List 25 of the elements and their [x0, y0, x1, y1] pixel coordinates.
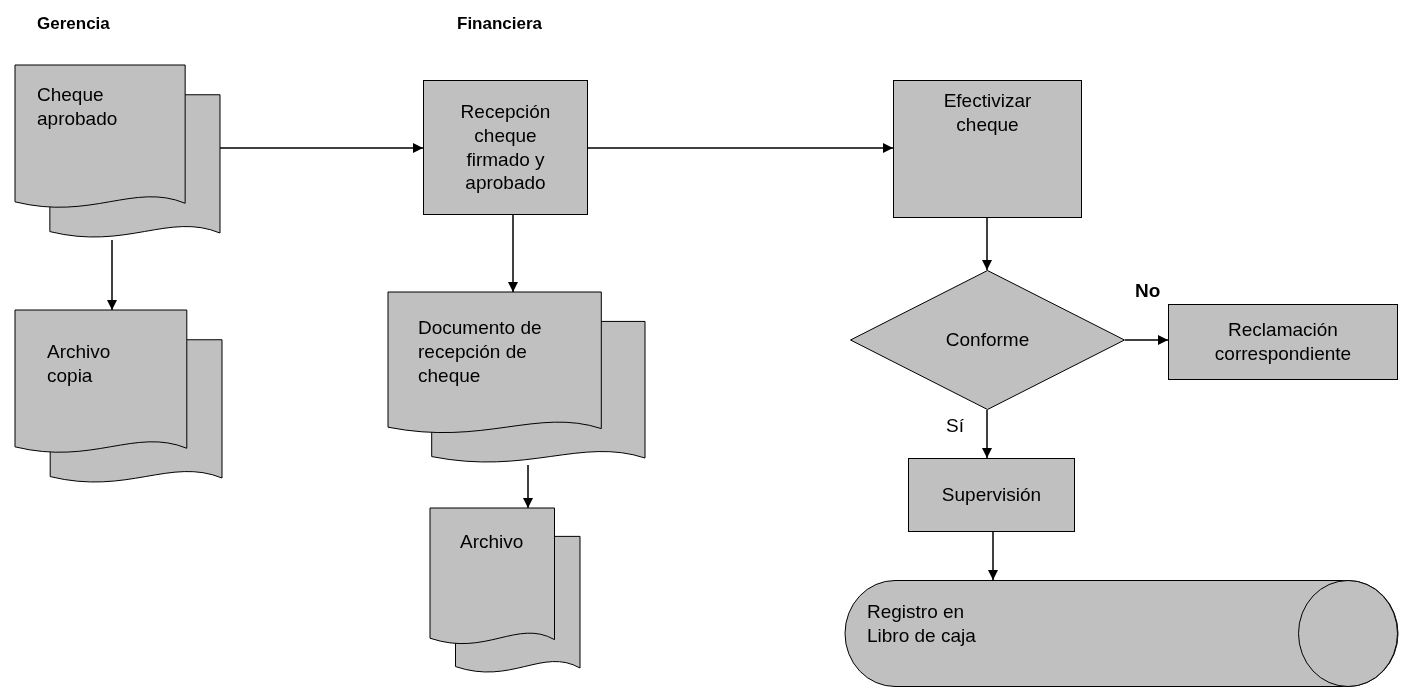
node-text: Supervisión [941, 483, 1042, 507]
process-box [908, 458, 1075, 532]
arrow [988, 531, 998, 581]
node-text: Recepción cheque firmado y aprobado [459, 100, 552, 195]
arrow [508, 214, 518, 293]
arrow [523, 464, 533, 509]
node-text: Efectivizar cheque [942, 89, 1033, 137]
node-text: Cheque aprobado [37, 83, 119, 131]
process-box [1168, 304, 1398, 380]
arrow [587, 143, 894, 153]
node-text: Conforme [945, 328, 1030, 352]
arrow [1124, 335, 1169, 345]
node-text: Archivo copia [47, 340, 112, 388]
arrow [982, 217, 992, 271]
arrow [982, 409, 992, 459]
node-text: Registro en Libro de caja [867, 600, 977, 648]
lane-heading: Financiera [457, 14, 543, 34]
process-box [423, 80, 588, 215]
node-text: Archivo [460, 530, 525, 554]
node-text: Documento de recepción de cheque [418, 316, 543, 388]
node-text: Reclamación correspondiente [1213, 318, 1353, 366]
arrow [219, 143, 424, 153]
arrow [107, 239, 117, 311]
lane-heading: Gerencia [37, 14, 110, 34]
process-box [893, 80, 1082, 218]
